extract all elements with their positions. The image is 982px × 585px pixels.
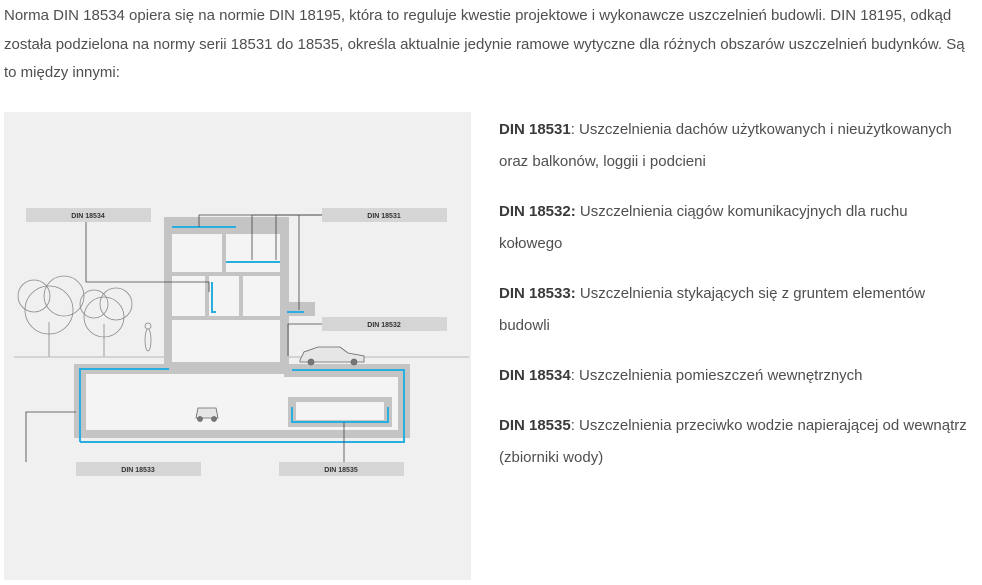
norm-code: DIN 18534 [499, 367, 571, 384]
svg-text:DIN 18531: DIN 18531 [367, 213, 401, 220]
building-sealing-diagram: DIN 18534 DIN 18531 DIN 18532 DIN 18533 … [4, 112, 471, 580]
norm-item-din18531: DIN 18531: Uszczelnienia dachów użytkowa… [499, 114, 974, 178]
label-din18533: DIN 18533 [76, 462, 201, 476]
connector-lines [25, 214, 345, 462]
car-illustrations [195, 346, 365, 422]
diagram-svg: DIN 18534 DIN 18531 DIN 18532 DIN 18533 … [14, 208, 469, 476]
svg-text:DIN 18533: DIN 18533 [121, 467, 155, 474]
norm-description: Uszczelnienia ciągów komunikacyjnych dla… [499, 203, 908, 252]
norm-item-din18532: DIN 18532: Uszczelnienia ciągów komunika… [499, 196, 974, 260]
label-din18532: DIN 18532 [322, 317, 447, 331]
norm-item-din18534: DIN 18534: Uszczelnienia pomieszczeń wew… [499, 360, 974, 392]
label-din18531: DIN 18531 [322, 208, 447, 222]
norm-item-din18535: DIN 18535: Uszczelnienia przeciwko wodzi… [499, 410, 974, 474]
norm-description: : Uszczelnienia przeciwko wodzie napiera… [499, 417, 967, 466]
intro-paragraph: Norma DIN 18534 opiera się na normie DIN… [4, 7, 965, 81]
building-structure [74, 217, 410, 438]
norm-code: DIN 18533: [499, 285, 576, 302]
norm-description: : Uszczelnienia dachów użytkowanych i ni… [499, 121, 952, 170]
svg-text:DIN 18532: DIN 18532 [367, 322, 401, 329]
svg-text:DIN 18534: DIN 18534 [71, 213, 105, 220]
norms-list: DIN 18531: Uszczelnienia dachów użytkowa… [499, 114, 974, 492]
trees-illustration [17, 275, 152, 357]
sealing-lines [79, 226, 405, 443]
label-din18534: DIN 18534 [26, 208, 151, 222]
norm-code: DIN 18531 [499, 121, 571, 138]
norm-item-din18533: DIN 18533: Uszczelnienia stykających się… [499, 278, 974, 342]
norm-description: : Uszczelnienia pomieszczeń wewnętrznych [570, 367, 863, 384]
norm-description: Uszczelnienia stykających się z gruntem … [499, 285, 926, 334]
label-din18535: DIN 18535 [279, 462, 404, 476]
norm-code: DIN 18535 [499, 417, 571, 434]
norm-code: DIN 18532: [499, 203, 576, 220]
svg-text:DIN 18535: DIN 18535 [324, 467, 358, 474]
